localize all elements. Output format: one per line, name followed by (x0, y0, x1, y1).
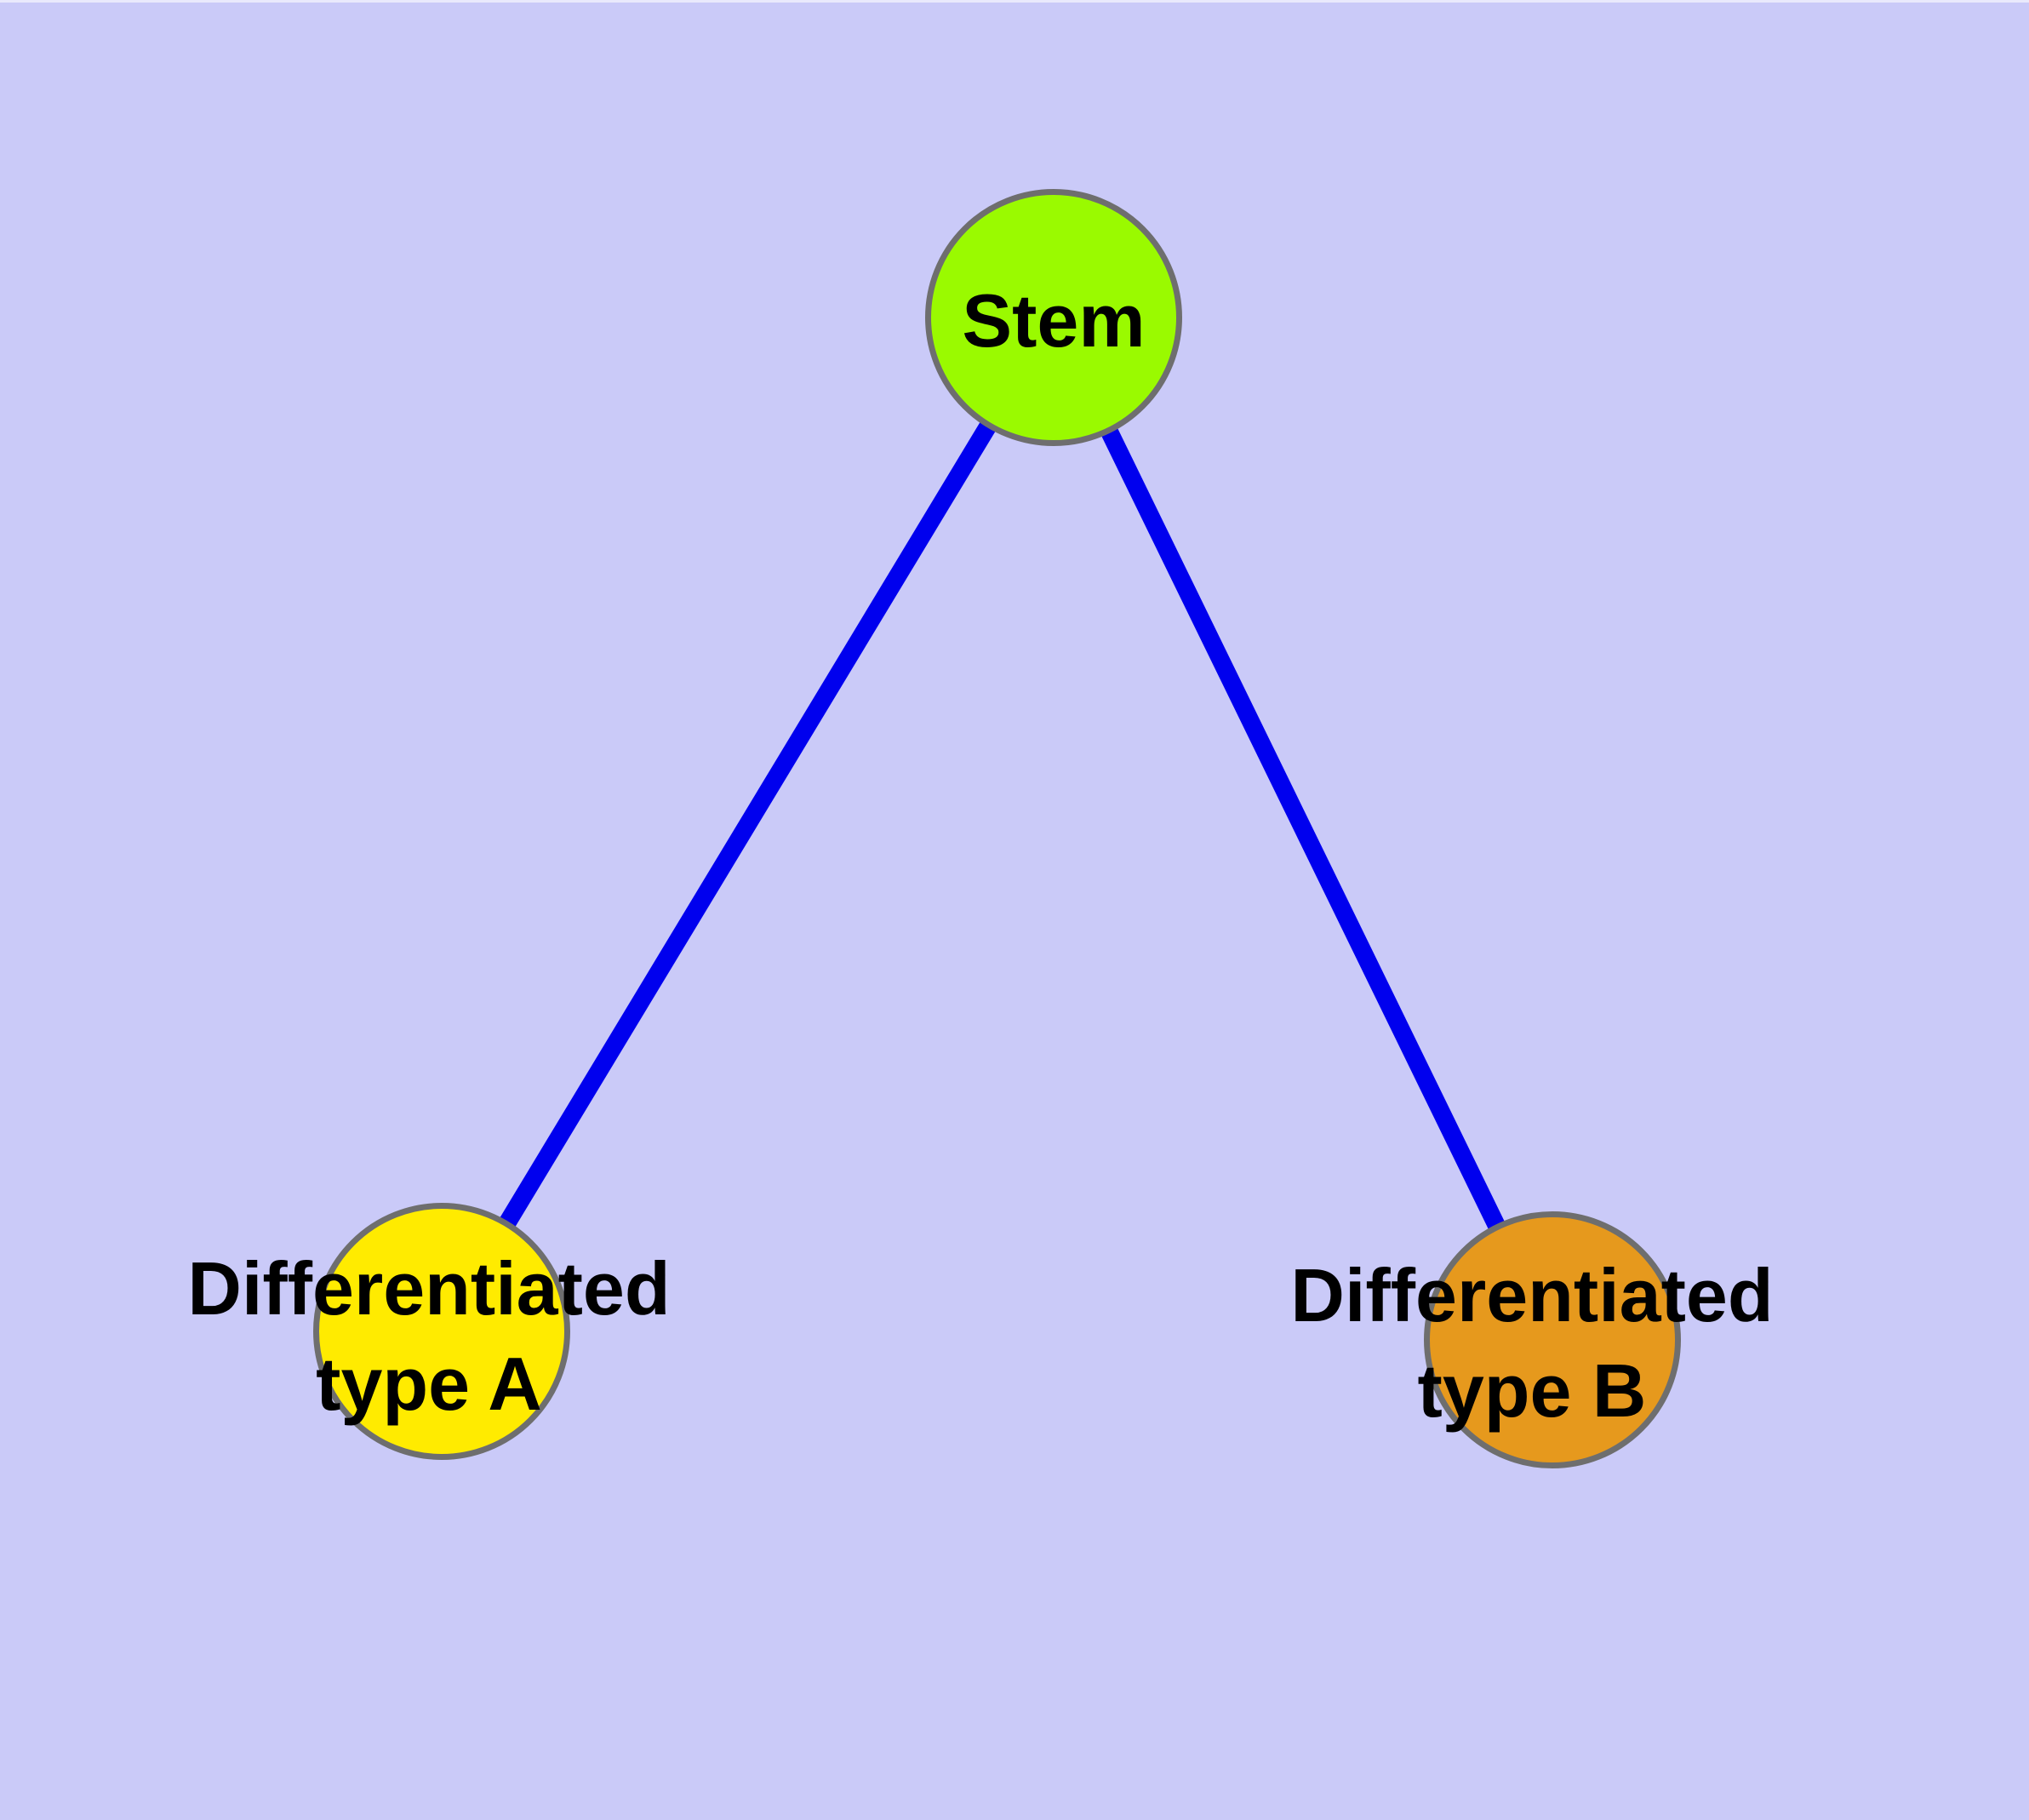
node-stem-label: Stem (962, 273, 1145, 369)
node-type-a-label-line2: type A (316, 1342, 542, 1426)
node-stem (925, 189, 1182, 446)
node-differentiated-type-b (1424, 1211, 1681, 1468)
canvas-top-edge-highlight (0, 0, 2029, 3)
edge-stem-to-type-b (1045, 313, 1561, 1344)
node-stem-label-text: Stem (962, 278, 1146, 363)
node-type-b-label: Differentiated type B (1290, 1248, 1773, 1439)
node-type-a-label-line1: Differentiated (187, 1246, 671, 1331)
node-type-b-label-line1: Differentiated (1290, 1253, 1774, 1337)
node-type-b-label-line2: type B (1417, 1348, 1647, 1433)
node-differentiated-type-a (313, 1203, 570, 1460)
edge-stem-to-type-a (434, 312, 1061, 1336)
node-type-a-label: Differentiated type A (187, 1241, 670, 1432)
